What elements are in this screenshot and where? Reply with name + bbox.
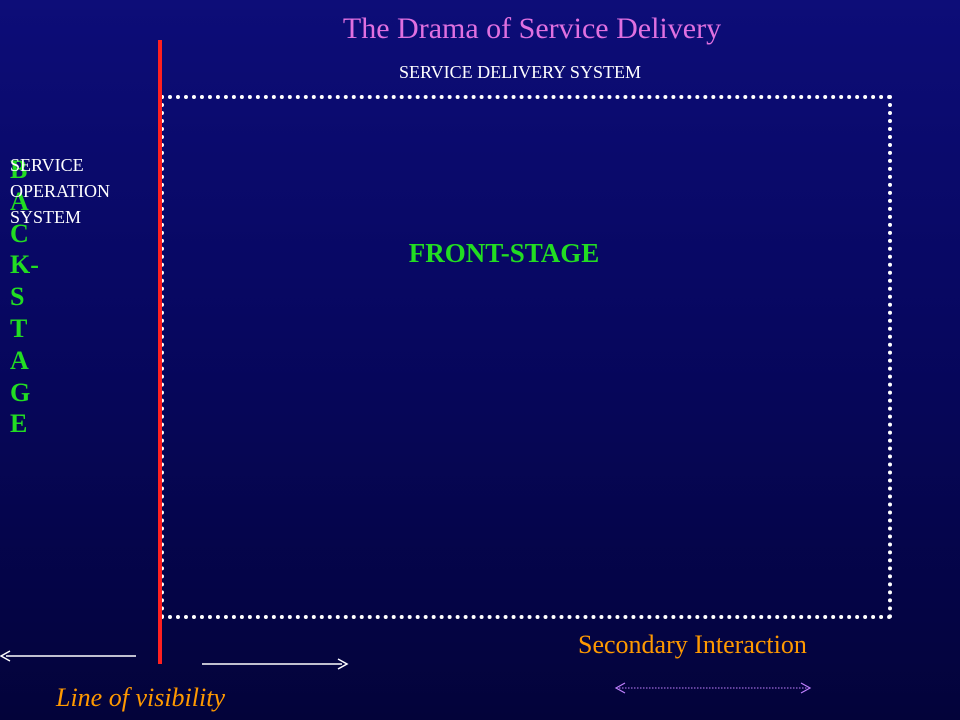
double-arrow-icon bbox=[614, 682, 812, 694]
backstage-letter: A bbox=[10, 186, 29, 216]
backstage-letter: B bbox=[10, 155, 28, 184]
backstage-letter: C bbox=[10, 218, 29, 248]
backstage-letter: K- bbox=[10, 250, 39, 280]
backstage-letter: E bbox=[10, 409, 28, 439]
backstage-label: B A C K- S T A G E bbox=[10, 154, 70, 440]
backstage-letter: T bbox=[10, 313, 28, 343]
backstage-letter: G bbox=[10, 377, 31, 407]
service-operation-system-label: SERVICE OPERATION SYSTEM bbox=[10, 152, 160, 230]
service-delivery-system-label: SERVICE DELIVERY SYSTEM bbox=[399, 62, 641, 82]
front-stage-label: FRONT-STAGE bbox=[408, 238, 600, 268]
line-of-visibility-label: Line of visibility bbox=[56, 683, 225, 712]
service-operation-system-line: SYSTEM bbox=[10, 207, 82, 227]
service-operation-system-line: SERVICE bbox=[10, 155, 84, 175]
line-of-visibility bbox=[158, 40, 162, 664]
secondary-interaction-label: Secondary Interaction bbox=[578, 630, 807, 659]
arrow-right-icon bbox=[202, 658, 349, 670]
diagram-title: The Drama of Service Delivery bbox=[342, 12, 722, 45]
backstage-letter: S bbox=[10, 282, 25, 312]
front-stage-boundary bbox=[160, 95, 892, 619]
arrow-left-icon bbox=[0, 650, 136, 662]
service-operation-system-line: OPERATION bbox=[10, 181, 111, 201]
backstage-letter: A bbox=[10, 345, 29, 375]
